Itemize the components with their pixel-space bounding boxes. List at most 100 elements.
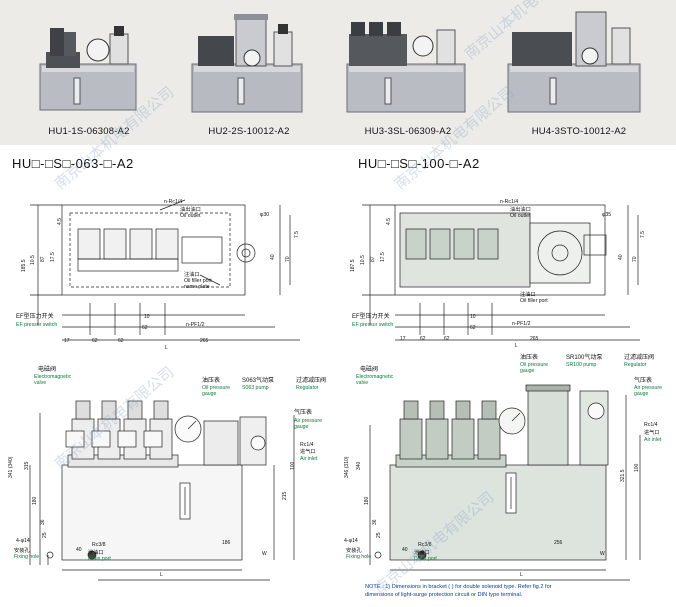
footnote-line-1: NOTE : 1) Dimensions in bracket ( ) for … <box>365 584 552 590</box>
right-gauge-en2: gauge <box>520 368 535 374</box>
right-drain-en: Drain port <box>414 556 437 562</box>
left-dim-10-5: 10.5 <box>30 255 36 265</box>
right-dim-87: 87 <box>370 256 376 262</box>
right-dim-70: 70 <box>632 256 638 262</box>
right-dim-40: 40 <box>402 547 408 553</box>
left-gauge-cn: 油压表 <box>202 378 221 384</box>
right-fix-en: Fixing hole <box>346 554 372 560</box>
left-valve-en1: Electromagnetic <box>34 374 72 380</box>
series-title-100: HU□-□S□-100-□-A2 <box>358 156 480 171</box>
right-dim-346: 346 (310) <box>344 456 350 478</box>
right-pump-cn: SR100气动泵 <box>566 355 603 361</box>
right-dim-L: L <box>520 572 523 578</box>
product-photo-hu3 <box>337 0 487 145</box>
left-dim-62a: 62 <box>92 338 98 344</box>
left-dim-40: 40 <box>270 254 276 260</box>
left-fix-size: 4-φ14 <box>16 538 30 544</box>
right-dim-17-5: 17.5 <box>380 252 386 262</box>
right-reg-cn: 过滤减压阀 <box>624 355 655 361</box>
left-top-view-drawing <box>30 199 300 341</box>
left-dia: φ30 <box>260 212 270 218</box>
right-dim-62a: 62 <box>420 336 426 342</box>
left-gauge-en1: Oil pressure <box>202 385 230 391</box>
left-dim-L: L <box>160 572 163 578</box>
left-reg-cn: 过滤减压阀 <box>296 378 327 384</box>
right-air-gauge-en2: gauge <box>634 391 649 397</box>
left-dim-315: 315 <box>24 461 30 470</box>
left-inlet-cn: 进气口 <box>300 449 316 455</box>
left-dim-265: 265 <box>200 338 209 344</box>
footnote: NOTE : 1) Dimensions in bracket ( ) for … <box>365 583 670 599</box>
caption-hu1: HU1-1S-06308-A2 <box>48 126 130 137</box>
left-port: n-PF1/2 <box>186 322 205 328</box>
left-gauge-en2: gauge <box>202 391 217 397</box>
caption-hu3: HU3-3SL-06309-A2 <box>364 126 452 137</box>
right-dim-10: 10 <box>470 314 476 320</box>
right-dim-10-5: 10.5 <box>360 255 366 265</box>
caption-hu4: HU4-3STO-10012-A2 <box>531 126 627 137</box>
left-dim-186: 186 <box>222 540 231 546</box>
left-dim-100: 100 <box>290 461 296 470</box>
right-dim-4-5: 4.5 <box>386 218 392 225</box>
right-valve-en2: valve <box>356 380 369 386</box>
right-dim-25: 25 <box>376 532 382 538</box>
left-filler-en: Oil filler port <box>184 278 212 284</box>
left-outlet-en: Oil outlet <box>180 213 201 219</box>
left-filler-cn: 注油口 <box>184 272 200 278</box>
left-reg-en: Regulator <box>296 385 319 391</box>
right-pressure-switch-en: EF pressur switch <box>352 322 394 328</box>
right-dim-36: 36 <box>372 519 378 525</box>
right-valve-en1: Electromagnetic <box>356 374 394 380</box>
right-dim-17: 17 <box>400 336 406 342</box>
right-fix-size: 4-φ14 <box>344 538 358 544</box>
right-air-gauge-cn: 气压表 <box>634 378 653 384</box>
left-valve-en2: valve <box>34 380 47 386</box>
right-reg-en: Regulator <box>624 362 647 368</box>
left-nameplate: name plate <box>184 284 210 290</box>
left-outlet-port: n-Rc1/4 <box>164 199 183 205</box>
left-dim-W: W <box>262 551 267 557</box>
right-dim-62b: 62 <box>444 336 450 342</box>
right-dim-256: 256 <box>554 540 563 546</box>
left-dim-25: 25 <box>42 532 48 538</box>
right-dim-40: 40 <box>618 254 624 260</box>
left-valve-cn: 电磁阀 <box>38 367 57 373</box>
left-inlet-en: Air inlet <box>300 456 318 462</box>
right-filler-en: Oil filler port <box>520 298 548 304</box>
right-inlet-cn: 进气口 <box>644 430 660 436</box>
left-pressure-switch-en: EF pressur switch <box>16 322 58 328</box>
right-dim-L: L <box>515 343 518 349</box>
left-drain-en: Drain port <box>88 556 111 562</box>
left-pump-en: S063 pump <box>242 385 269 391</box>
left-dim-10: 10 <box>144 314 150 320</box>
right-dim-187-5: 187.5 <box>350 259 356 272</box>
series-title-063: HU□-□S□-063-□-A2 <box>12 156 134 171</box>
right-dim-62c: 62 <box>470 325 476 331</box>
product-gallery: HU1-1S-06308-A2 HU2-2S-10012-A2 HU3-3SL-… <box>0 0 676 145</box>
left-air-gauge-en1: Air pressure <box>294 418 322 424</box>
left-dim-7-5: 7.5 <box>294 231 300 238</box>
left-dim-180: 180 <box>32 496 38 505</box>
left-pressure-switch-cn: EF型压力开关 <box>16 314 54 320</box>
left-fix-en: Fixing hole <box>14 554 40 560</box>
right-outlet-cn: 油出油口 <box>510 207 531 213</box>
right-dim-W: W <box>600 551 605 557</box>
left-dim-L: L <box>165 345 168 351</box>
right-dim-340: 340 <box>356 461 362 470</box>
left-dim-4-5: 4.5 <box>57 218 63 225</box>
right-air-gauge-en1: Air pressure <box>634 385 662 391</box>
caption-hu2: HU2-2S-10012-A2 <box>208 126 290 137</box>
left-dim-17: 17 <box>64 338 70 344</box>
product-photo-hu2 <box>178 0 328 145</box>
right-outlet-en: Oil outlet <box>510 213 531 219</box>
product-photo-hu4 <box>500 0 650 145</box>
right-side-view-drawing <box>369 384 641 581</box>
left-rc: Rc1/4 <box>300 442 314 448</box>
right-pump-en: SR100 pump <box>566 362 597 368</box>
right-top-view-drawing <box>362 204 640 341</box>
right-outlet-port: n-Rc1/4 <box>500 199 519 205</box>
right-drain-size: Rc3/8 <box>418 542 432 548</box>
left-fix-cn: 安装孔 <box>14 548 30 554</box>
right-valve-cn: 电磁阀 <box>360 367 379 373</box>
left-dim-62b: 62 <box>118 338 124 344</box>
